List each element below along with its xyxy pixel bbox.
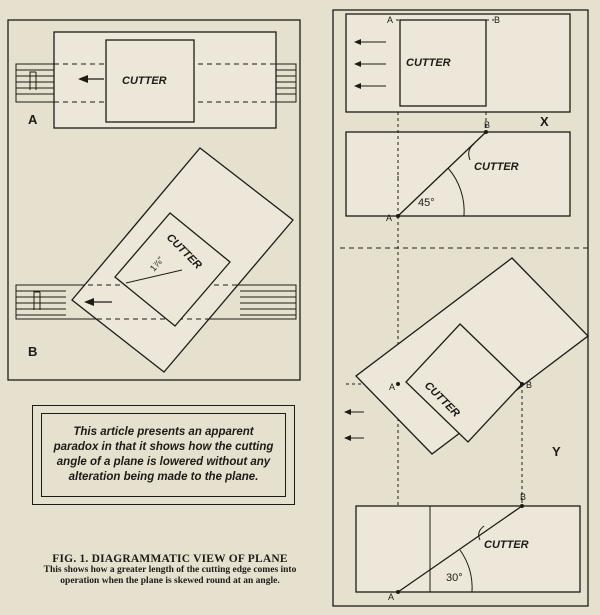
angle-45-label: 45° (418, 197, 435, 209)
cutter-label-a: CUTTER (122, 75, 167, 87)
diagram-b: CUTTER 1⅞" B (15, 147, 297, 373)
cutter-label-x: CUTTER (406, 57, 451, 69)
section-x (345, 131, 571, 217)
diagram-x-plan: CUTTER A B X (345, 13, 571, 129)
cutter-b (114, 212, 231, 327)
point-a-y2: A (388, 592, 394, 602)
point-a-y: A (389, 382, 395, 392)
left-panel-frame (7, 19, 301, 381)
point-a-x: A (387, 15, 393, 25)
diagram-y-section: A B 30° CUTTER (355, 492, 581, 602)
cutting-edge-30 (397, 505, 523, 593)
label-y: Y (552, 444, 561, 459)
label-b: B (28, 344, 37, 359)
cutter-label-y2: CUTTER (484, 539, 529, 551)
label-a: A (28, 112, 38, 127)
section-y (355, 505, 581, 593)
point-a-x2: A (386, 213, 392, 223)
caption-text: This shows how a greater length of the c… (43, 565, 297, 586)
diagram-a: CUTTER A (15, 31, 297, 129)
diagram-x-section: A B 45° CUTTER (345, 112, 571, 223)
angle-30-label: 30° (446, 572, 463, 584)
label-x: X (540, 114, 549, 129)
note-inner-frame: This article presents an apparent parado… (41, 413, 286, 497)
point-b-y: B (526, 380, 532, 390)
point-b-y2: B (520, 492, 526, 502)
cutter-a (105, 39, 195, 123)
note-box: This article presents an apparent parado… (32, 405, 295, 505)
point-b-x2: B (484, 120, 490, 130)
point-b-x: B (494, 15, 500, 25)
figure-caption: FIG. 1. DIAGRAMMATIC VIEW OF PLANE This … (30, 553, 310, 587)
caption-title: FIG. 1. DIAGRAMMATIC VIEW OF PLANE (52, 553, 288, 565)
cutter-x (399, 19, 487, 107)
cutter-y (405, 323, 523, 443)
right-panel-frame (332, 9, 589, 607)
diagram-y-plan: CUTTER A B Y (344, 257, 589, 459)
cutter-label-x2: CUTTER (474, 161, 519, 173)
note-text: This article presents an apparent parado… (53, 426, 274, 483)
